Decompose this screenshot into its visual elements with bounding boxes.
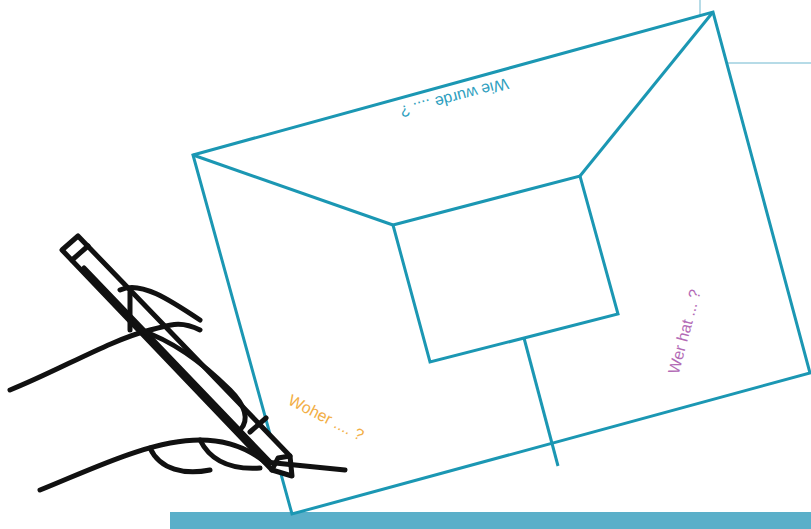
inner-frame — [393, 176, 618, 362]
bottom-bar — [170, 512, 811, 529]
outer-frame — [193, 12, 810, 514]
corner-line — [193, 155, 393, 225]
divider-line — [524, 338, 558, 466]
hand-pencil-icon — [10, 236, 345, 490]
corner-line — [580, 12, 713, 176]
